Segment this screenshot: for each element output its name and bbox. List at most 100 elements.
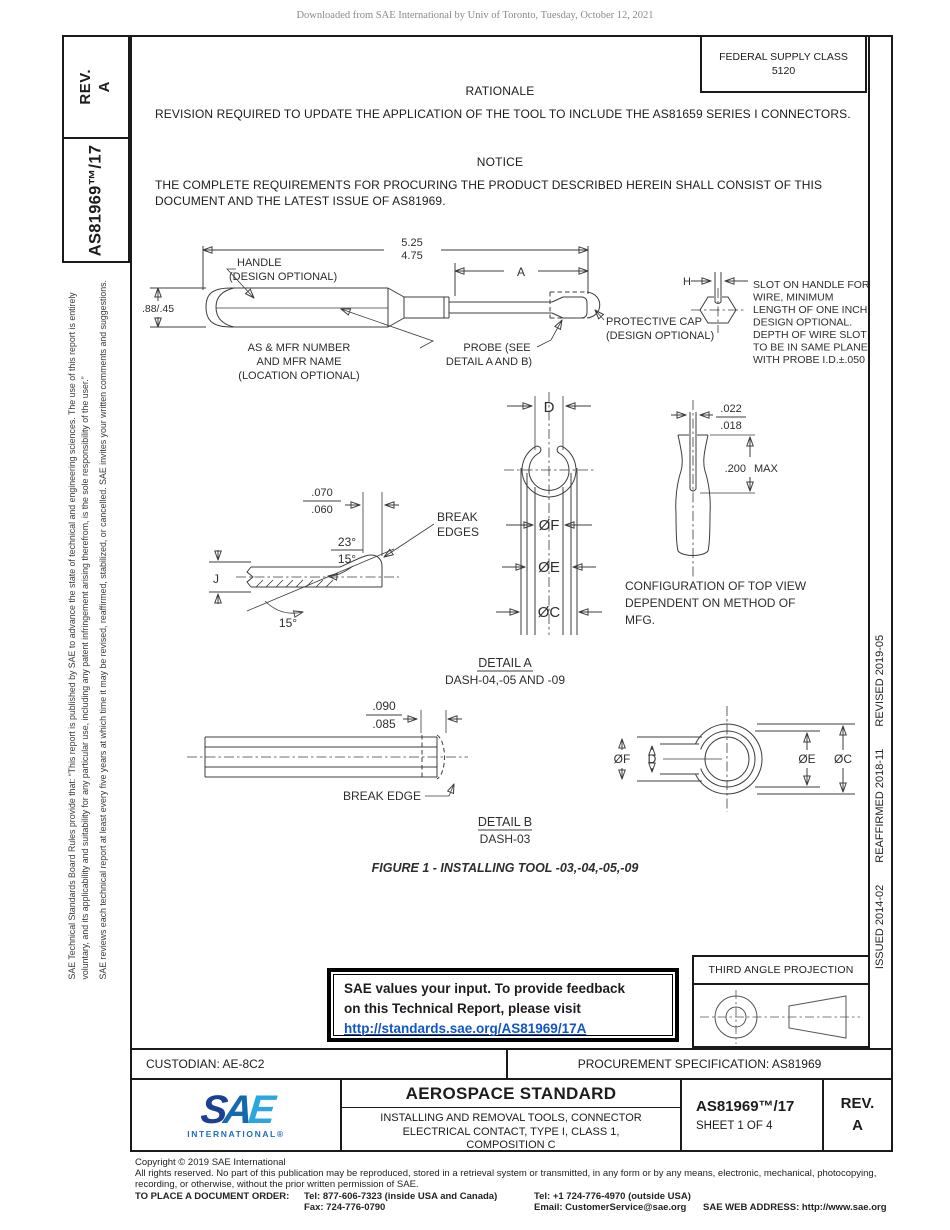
title-block-top-line bbox=[130, 1078, 893, 1080]
slot-note-4: DESIGN OPTIONAL. bbox=[753, 317, 852, 329]
dim-f: ØF bbox=[539, 517, 560, 534]
dim-slot-max: .022 bbox=[720, 403, 741, 415]
break-edge-label: BREAK EDGE bbox=[343, 789, 421, 803]
rationale-body: REVISION REQUIRED TO UPDATE THE APPLICAT… bbox=[155, 107, 851, 121]
dim-b-c: ØC bbox=[834, 752, 852, 766]
dim-overall-max: 5.25 bbox=[401, 237, 422, 249]
issued-date: ISSUED 2014-02 bbox=[874, 884, 887, 970]
info-row-divider bbox=[506, 1048, 508, 1078]
dim-e: ØE bbox=[538, 559, 560, 576]
marking-label-1: AS & MFR NUMBER bbox=[248, 342, 351, 354]
detail-a-title: DETAIL A bbox=[478, 656, 532, 670]
custodian-cell: CUSTODIAN: AE-8C2 bbox=[146, 1057, 265, 1071]
detail-b-subtitle: DASH-03 bbox=[480, 832, 531, 846]
web-address: SAE WEB ADDRESS: http://www.sae.org bbox=[703, 1202, 887, 1213]
dim-b-min: .085 bbox=[372, 717, 396, 731]
feedback-line-2: on this Technical Report, please visit bbox=[344, 1001, 581, 1016]
slot-note-7: WITH PROBE I.D.±.050 bbox=[753, 354, 865, 366]
rights-line-1: All rights reserved. No part of this pub… bbox=[135, 1168, 877, 1179]
doc-number-vertical: AS81969™/17 bbox=[86, 144, 105, 256]
handle-label-2: (DESIGN OPTIONAL) bbox=[229, 271, 337, 283]
angle-taper: 15° bbox=[279, 616, 297, 630]
doc-type: AEROSPACE STANDARD bbox=[342, 1080, 680, 1108]
feedback-link[interactable]: http://standards.sae.org/AS81969/17A bbox=[344, 1021, 587, 1036]
revision-history-strip: ISSUED 2014-02 REAFFIRMED 2018-11 REVISE… bbox=[869, 627, 892, 977]
rev-cell-label: REV. bbox=[840, 1095, 875, 1112]
dim-tip-max: .070 bbox=[311, 487, 332, 499]
detail-a-top-view: .022 .018 .200 MAX CONFIGURATION OF TOP … bbox=[625, 400, 807, 627]
marking-label-2: AND MFR NAME bbox=[257, 356, 342, 368]
fsc-label: FEDERAL SUPPLY CLASS bbox=[719, 51, 848, 63]
config-note-2: DEPENDENT ON METHOD OF bbox=[625, 596, 795, 610]
sheet-number: SHEET 1 OF 4 bbox=[696, 1120, 773, 1132]
feedback-line-1: SAE values your input. To provide feedba… bbox=[344, 981, 626, 996]
detail-b-title: DETAIL B bbox=[478, 815, 532, 829]
sidebar-disclaimer: SAE Technical Standards Board Rules prov… bbox=[56, 272, 120, 988]
dim-d: D bbox=[544, 399, 555, 416]
procurement-cell: PROCUREMENT SPECIFICATION: AS81969 bbox=[577, 1057, 822, 1071]
slot-note-3: LENGTH OF ONE INCH. bbox=[753, 304, 868, 316]
reaffirmed-date: REAFFIRMED 2018-11 bbox=[874, 748, 887, 863]
info-row-top-line bbox=[130, 1048, 893, 1050]
dim-h: H bbox=[683, 276, 691, 288]
detail-a-side-profile: J .070 .060 23° 15° BREAK EDGES 15° bbox=[209, 487, 479, 630]
rights-line-2: recording, or otherwise, without the pri… bbox=[135, 1179, 419, 1190]
detail-a-subtitle: DASH-04,-05 AND -09 bbox=[445, 673, 565, 687]
order-fax: Fax: 724-776-0790 bbox=[304, 1202, 386, 1213]
fsc-value: 5120 bbox=[771, 65, 796, 77]
projection-title: THIRD ANGLE PROJECTION bbox=[694, 957, 868, 985]
doc-title-1: INSTALLING AND REMOVAL TOOLS, CONNECTOR bbox=[380, 1112, 642, 1124]
dim-b-max: .090 bbox=[372, 699, 396, 713]
rationale-heading: RATIONALE bbox=[465, 84, 535, 98]
slot-note-2: WIRE, MINIMUM bbox=[753, 292, 834, 304]
detail-b-side-view: .090 .085 BREAK EDGE bbox=[187, 699, 468, 803]
break-edges-2: EDGES bbox=[437, 525, 479, 539]
sae-logo-e: E bbox=[246, 1087, 274, 1132]
rev-value: A bbox=[95, 81, 113, 93]
main-frame bbox=[130, 35, 893, 1152]
probe-label-2: DETAIL A AND B) bbox=[446, 356, 532, 368]
dim-j: J bbox=[213, 572, 219, 586]
cap-label-1: PROTECTIVE CAP bbox=[606, 316, 702, 328]
rev-box: REV. A bbox=[62, 35, 130, 139]
sae-logo-subtext: INTERNATIONAL® bbox=[187, 1128, 285, 1139]
disclaimer-line-3: SAE reviews each technical report at lea… bbox=[98, 280, 109, 980]
rev-label: REV. bbox=[77, 69, 95, 105]
break-edges-1: BREAK bbox=[437, 510, 478, 524]
dim-c: ØC bbox=[538, 604, 561, 621]
doc-title-2: ELECTRICAL CONTACT, TYPE I, CLASS 1, bbox=[402, 1125, 620, 1138]
figure-caption: FIGURE 1 - INSTALLING TOOL -03,-04,-05,-… bbox=[372, 861, 639, 875]
disclaimer-line-1: SAE Technical Standards Board Rules prov… bbox=[67, 292, 78, 980]
feedback-box: SAE values your input. To provide feedba… bbox=[327, 968, 679, 1042]
config-note-3: MFG. bbox=[625, 613, 655, 627]
slot-note-6: TO BE IN SAME PLANE bbox=[753, 342, 868, 354]
revised-date: REVISED 2019-05 bbox=[874, 634, 887, 727]
tool-end-view-hex: H SLOT ON HANDLE FOR WIRE, MINIMUM LENGT… bbox=[683, 272, 868, 366]
dim-b-f: ØF bbox=[614, 752, 631, 766]
notice-heading: NOTICE bbox=[476, 155, 524, 169]
federal-supply-class-box: FEDERAL SUPPLY CLASS 5120 bbox=[700, 35, 867, 93]
angle-under: 15° bbox=[338, 552, 356, 566]
detail-a-front-view: D ØF ØE ØC bbox=[496, 392, 602, 635]
handle-label-1: HANDLE bbox=[237, 257, 282, 269]
cap-label-2: (DESIGN OPTIONAL) bbox=[606, 330, 714, 342]
slot-note-5: DEPTH OF WIRE SLOT bbox=[753, 329, 867, 341]
copyright-line: Copyright © 2019 SAE International bbox=[135, 1157, 286, 1168]
notice-body: THE COMPLETE REQUIREMENTS FOR PROCURING … bbox=[155, 178, 823, 208]
title-block-divider-1 bbox=[340, 1078, 342, 1152]
detail-b-end-view: ØF D ØE ØC bbox=[614, 706, 855, 812]
slot-note-1: SLOT ON HANDLE FOR bbox=[753, 279, 868, 291]
config-note-1: CONFIGURATION OF TOP VIEW bbox=[625, 579, 807, 593]
title-block-divider-3 bbox=[822, 1078, 824, 1152]
doc-number-box: AS81969™/17 bbox=[62, 137, 130, 263]
dim-handle-dia: .88/.45 bbox=[142, 303, 174, 315]
dim-a: A bbox=[517, 265, 525, 279]
dim-depth-unit: MAX bbox=[754, 463, 779, 475]
projection-box: THIRD ANGLE PROJECTION bbox=[692, 955, 870, 1048]
order-tel-2: Tel: +1 724-776-4970 (outside USA) bbox=[534, 1191, 691, 1202]
angle-over: 23° bbox=[338, 535, 356, 549]
title-block-divider-2 bbox=[680, 1078, 682, 1152]
order-tel-1: Tel: 877-606-7323 (inside USA and Canada… bbox=[304, 1191, 498, 1202]
disclaimer-line-2: voluntary, and its applicability and sui… bbox=[79, 376, 90, 980]
